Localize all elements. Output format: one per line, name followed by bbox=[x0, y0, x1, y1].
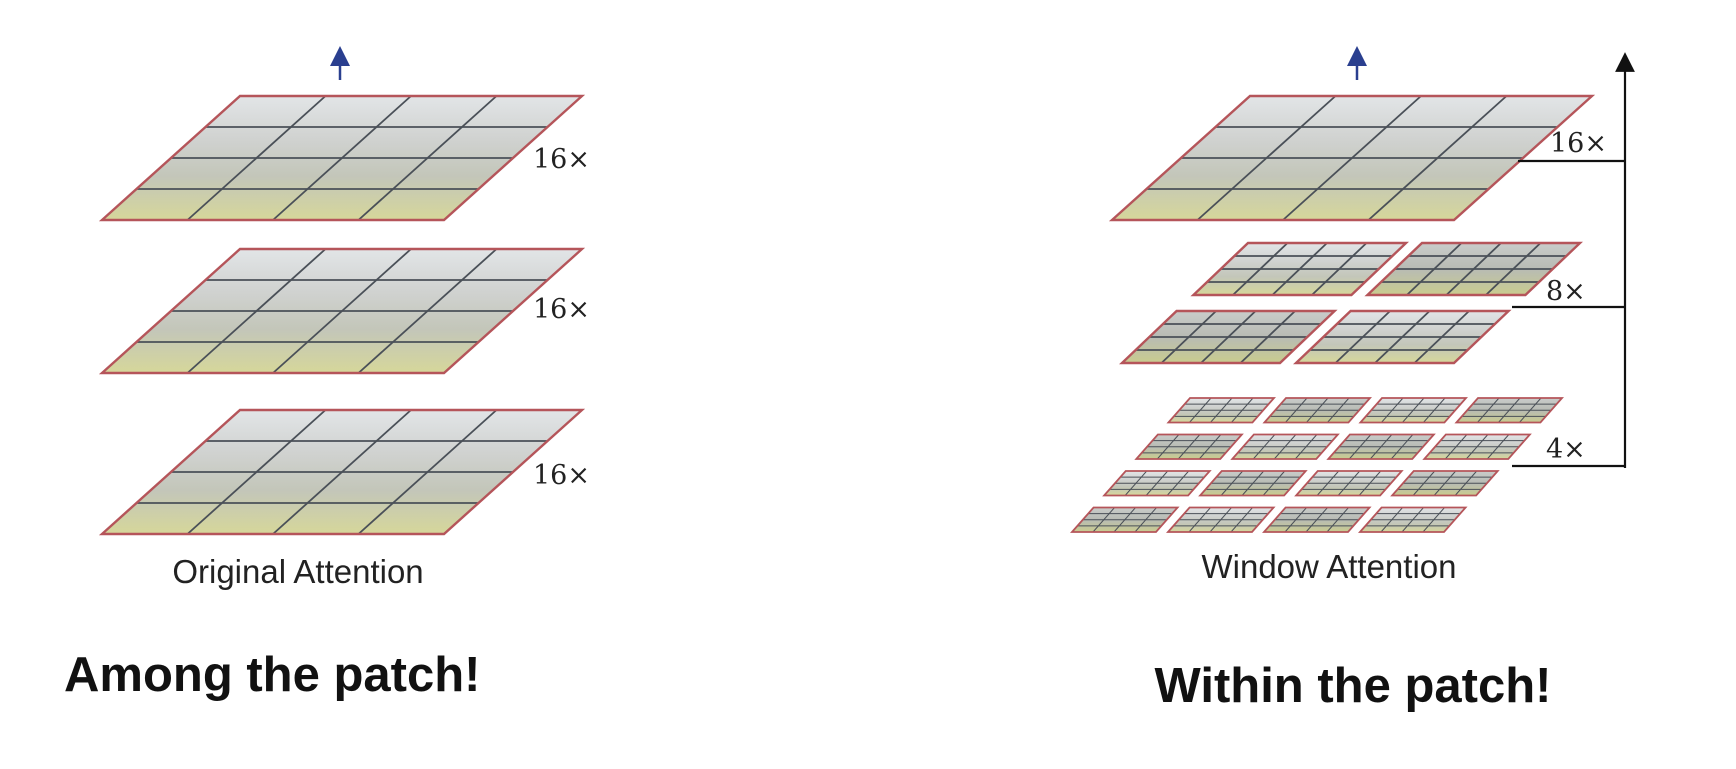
right-layer-8x bbox=[1119, 241, 1583, 365]
patch-grid-line bbox=[1262, 470, 1286, 496]
left-layer-16x-bottom bbox=[98, 408, 586, 536]
patch-grid-line bbox=[1239, 310, 1296, 364]
window-border bbox=[1326, 433, 1436, 460]
left-headline: Among the patch! bbox=[64, 648, 480, 702]
patch-grid-line bbox=[1423, 397, 1446, 423]
right-headline: Within the patch! bbox=[1155, 659, 1552, 713]
right-layer-16x bbox=[1108, 94, 1596, 222]
left-layer-1-window bbox=[98, 247, 586, 375]
left-layer-2-window bbox=[98, 408, 586, 536]
patch-grid-line bbox=[1326, 507, 1349, 533]
left-layer-16x-top bbox=[98, 94, 586, 222]
patch-grid-line bbox=[1486, 434, 1510, 460]
patch-grid-line bbox=[1294, 434, 1318, 460]
patch-grid-line bbox=[1367, 95, 1508, 221]
right-scale-label-4x: 4× bbox=[1546, 434, 1586, 465]
patch-grid-line bbox=[1231, 397, 1254, 423]
patch-grid-line bbox=[1230, 507, 1253, 533]
pyramid-connector bbox=[1512, 52, 1635, 468]
right-scale-label-16x: 16× bbox=[1550, 128, 1607, 159]
window-border bbox=[1262, 397, 1372, 424]
window-border bbox=[98, 408, 586, 536]
right-layer-2-window bbox=[1166, 506, 1276, 533]
right-layer-1-window bbox=[1119, 309, 1338, 365]
right-layer-2-window bbox=[1454, 397, 1564, 424]
left-layer-0-window bbox=[98, 94, 586, 222]
window-border bbox=[98, 247, 586, 375]
window-border bbox=[1166, 506, 1276, 533]
window-border bbox=[1190, 241, 1409, 297]
window-border bbox=[1070, 506, 1180, 533]
right-panel: 16× 8× 4× Window Attention Within the pa… bbox=[1070, 46, 1635, 713]
patch-grid-line bbox=[1390, 434, 1414, 460]
window-border bbox=[1358, 397, 1468, 424]
right-layer-2-window bbox=[1326, 433, 1436, 460]
right-layer-2-window bbox=[1070, 506, 1180, 533]
patch-grid-line bbox=[1311, 242, 1368, 296]
window-border bbox=[1454, 397, 1564, 424]
window-border bbox=[1134, 433, 1244, 460]
window-border bbox=[1102, 470, 1212, 497]
right-layer-2-window bbox=[1358, 506, 1468, 533]
window-border bbox=[1293, 309, 1512, 365]
right-layer-0-window bbox=[1108, 94, 1596, 222]
right-layer-2-window bbox=[1102, 470, 1212, 497]
right-layer-2-window bbox=[1166, 397, 1276, 424]
right-layer-2-window bbox=[1262, 397, 1372, 424]
right-layer-2-window bbox=[1294, 470, 1404, 497]
window-border bbox=[98, 94, 586, 222]
patch-grid-line bbox=[357, 248, 498, 374]
patch-grid-line bbox=[357, 95, 498, 221]
window-border bbox=[1230, 433, 1340, 460]
right-layer-1-window bbox=[1190, 241, 1409, 297]
window-border bbox=[1166, 397, 1276, 424]
right-layer-2-window bbox=[1230, 433, 1340, 460]
right-layer-2-window bbox=[1134, 433, 1244, 460]
patch-grid-line bbox=[1134, 507, 1157, 533]
right-layer-2-window bbox=[1198, 470, 1308, 497]
patch-grid-line bbox=[357, 409, 498, 535]
window-border bbox=[1108, 94, 1596, 222]
patch-grid-line bbox=[1166, 470, 1190, 496]
window-border bbox=[1262, 506, 1372, 533]
right-layer-1-window bbox=[1364, 241, 1583, 297]
right-layer-2-window bbox=[1262, 506, 1372, 533]
patch-grid-line bbox=[1422, 507, 1445, 533]
right-layer-2-window bbox=[1390, 470, 1500, 497]
left-scale-label-top: 16× bbox=[533, 144, 590, 175]
patch-grid-line bbox=[1327, 397, 1350, 423]
window-border bbox=[1358, 506, 1468, 533]
right-layer-2-window bbox=[1422, 433, 1532, 460]
right-layer-1-window bbox=[1293, 309, 1512, 365]
patch-grid-line bbox=[1519, 397, 1542, 423]
patch-grid-line bbox=[1198, 434, 1222, 460]
window-border bbox=[1119, 309, 1338, 365]
right-layer-2-window bbox=[1358, 397, 1468, 424]
window-border bbox=[1422, 433, 1532, 460]
left-scale-label-bottom: 16× bbox=[533, 460, 590, 491]
left-panel: 16× 16× 16× Original Attention Among the… bbox=[64, 46, 590, 702]
left-layer-16x-middle bbox=[98, 247, 586, 375]
patch-grid-line bbox=[1358, 470, 1382, 496]
left-caption: Original Attention bbox=[172, 553, 423, 590]
window-border bbox=[1390, 470, 1500, 497]
window-border bbox=[1364, 241, 1583, 297]
window-border bbox=[1294, 470, 1404, 497]
right-caption: Window Attention bbox=[1202, 548, 1457, 585]
window-border bbox=[1198, 470, 1308, 497]
right-layer-4x bbox=[1070, 397, 1564, 533]
left-scale-label-middle: 16× bbox=[533, 294, 590, 325]
patch-grid-line bbox=[1413, 310, 1470, 364]
patch-grid-line bbox=[1454, 470, 1478, 496]
patch-grid-line bbox=[1485, 242, 1542, 296]
right-scale-label-8x: 8× bbox=[1546, 276, 1586, 307]
